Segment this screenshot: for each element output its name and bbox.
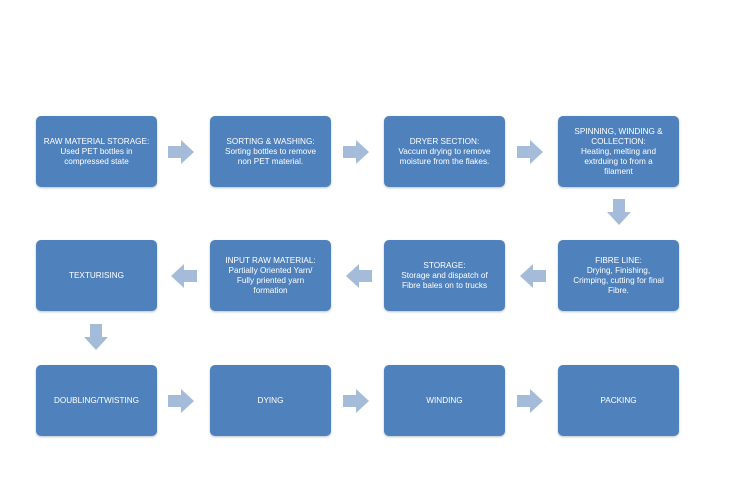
arrow-down-icon <box>606 199 632 225</box>
winding-box: WINDING <box>384 365 505 436</box>
raw-material-storage-box: RAW MATERIAL STORAGE: Used PET bottles i… <box>36 116 157 187</box>
dying-box: DYING <box>210 365 331 436</box>
input-raw-material-box: INPUT RAW MATERIAL: Partially Oriented Y… <box>210 240 331 311</box>
fibre-line-label: FIBRE LINE: Drying, Finishing, Crimping,… <box>573 255 664 295</box>
packing-box: PACKING <box>558 365 679 436</box>
winding-label: WINDING <box>426 395 463 405</box>
arrow-right-icon <box>517 388 543 414</box>
storage-label: STORAGE: Storage and dispatch of Fibre b… <box>401 260 488 290</box>
arrow-down-icon <box>83 324 109 350</box>
texturising-label: TEXTURISING <box>68 270 125 280</box>
arrow-right-icon <box>343 388 369 414</box>
texturising-box: TEXTURISING <box>36 240 157 311</box>
sorting-washing-label: SORTING & WASHING: Sorting bottles to re… <box>224 136 317 166</box>
arrow-right-icon <box>168 388 194 414</box>
arrow-left-icon <box>171 263 197 289</box>
arrow-left-icon <box>346 263 372 289</box>
dryer-section-box: DRYER SECTION: Vaccum drying to remove m… <box>384 116 505 187</box>
doubling-twisting-label: DOUBLING/TWISTING <box>53 395 140 405</box>
arrow-right-icon <box>168 139 194 165</box>
storage-box: STORAGE: Storage and dispatch of Fibre b… <box>384 240 505 311</box>
dying-label: DYING <box>257 395 284 405</box>
packing-label: PACKING <box>600 395 637 405</box>
spinning-winding-collection-label: SPINNING, WINDING & COLLECTION: Heating,… <box>574 126 663 176</box>
raw-material-storage-label: RAW MATERIAL STORAGE: Used PET bottles i… <box>43 136 150 166</box>
arrow-right-icon <box>517 139 543 165</box>
sorting-washing-box: SORTING & WASHING: Sorting bottles to re… <box>210 116 331 187</box>
fibre-line-box: FIBRE LINE: Drying, Finishing, Crimping,… <box>558 240 679 311</box>
doubling-twisting-box: DOUBLING/TWISTING <box>36 365 157 436</box>
dryer-section-label: DRYER SECTION: Vaccum drying to remove m… <box>398 136 491 166</box>
input-raw-material-label: INPUT RAW MATERIAL: Partially Oriented Y… <box>225 255 316 295</box>
arrow-left-icon <box>520 263 546 289</box>
arrow-right-icon <box>343 139 369 165</box>
spinning-winding-collection-box: SPINNING, WINDING & COLLECTION: Heating,… <box>558 116 679 187</box>
